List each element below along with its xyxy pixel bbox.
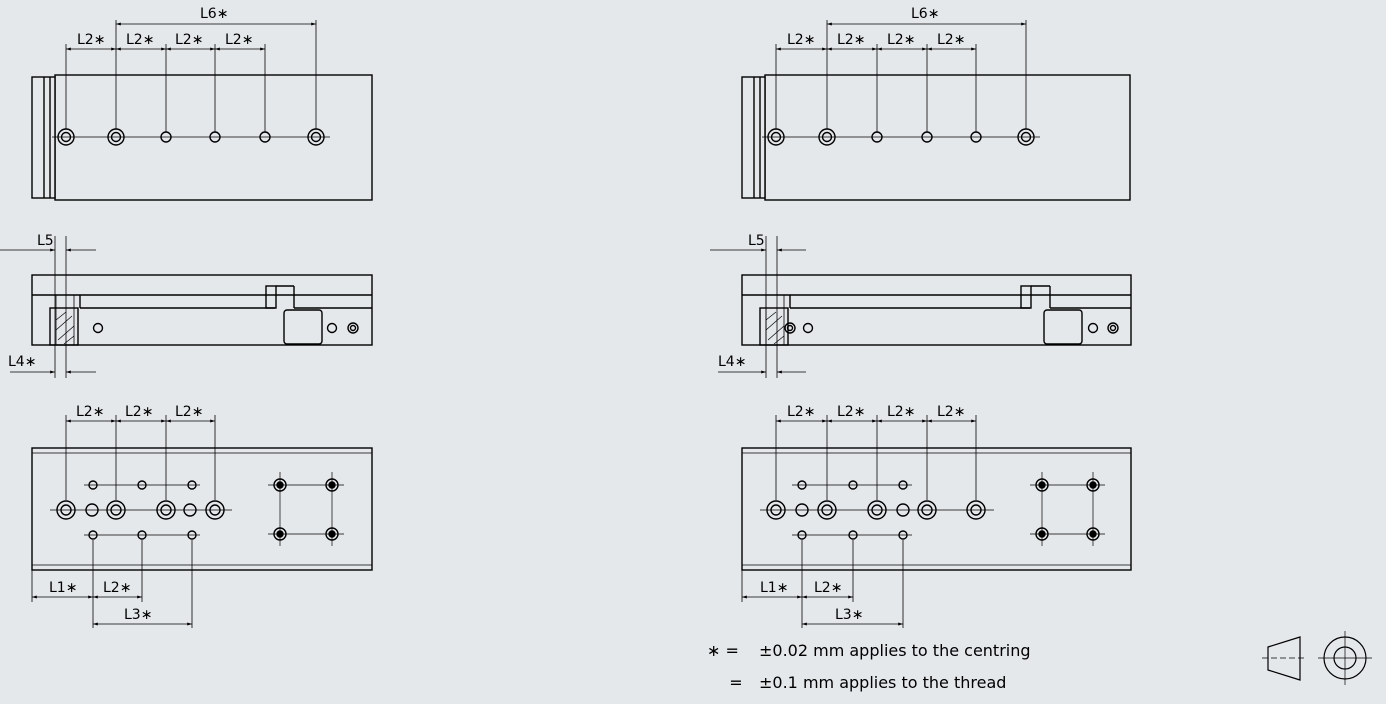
dim-label-l1: L1∗ (49, 580, 77, 596)
dim-label-l6: L6∗ (911, 6, 939, 22)
right-top-dim-labels: L6∗ L2∗ L2∗ L2∗ L2∗ (787, 6, 965, 48)
dim-label-l2: L2∗ (787, 32, 815, 48)
dim-label-l2: L2∗ (225, 32, 253, 48)
left-top-dim-labels: L6∗ L2∗ L2∗ L2∗ L2∗ (77, 6, 253, 48)
tolerance-note-centring: ∗ = ±0.02 mm applies to the centring (707, 641, 1031, 660)
left-bottom-view (31, 415, 373, 628)
right-bottom-view (741, 415, 1132, 628)
dim-label-l2: L2∗ (103, 580, 131, 596)
third-angle-projection-icon (1262, 631, 1372, 685)
dim-label-l2: L2∗ (76, 404, 104, 420)
right-top-view (741, 20, 1131, 201)
side-view-holes (92, 322, 359, 334)
right-bottom-dim-labels: L2∗ L2∗ L2∗ L2∗ L1∗ L2∗ L3∗ (760, 404, 965, 623)
tolerance-note-symbol: = (729, 673, 743, 692)
left-side-dim-labels: L5 L4∗ (8, 233, 54, 370)
dim-label-l2: L2∗ (175, 32, 203, 48)
dim-label-l2: L2∗ (937, 404, 965, 420)
dim-label-l2: L2∗ (787, 404, 815, 420)
dim-label-l2: L2∗ (125, 404, 153, 420)
right-side-dim-labels: L5 L4∗ (718, 233, 765, 370)
side-view-holes (784, 322, 1119, 334)
dim-label-l4: L4∗ (718, 354, 746, 370)
left-bottom-dim-labels: L2∗ L2∗ L2∗ L1∗ L2∗ L3∗ (49, 404, 203, 623)
tolerance-note-text: ±0.1 mm applies to the thread (759, 673, 1007, 692)
dim-label-l6: L6∗ (200, 6, 228, 22)
dim-label-l2: L2∗ (175, 404, 203, 420)
dim-label-l2: L2∗ (837, 32, 865, 48)
dim-label-l3: L3∗ (124, 607, 152, 623)
dim-label-l3: L3∗ (835, 607, 863, 623)
dim-label-l5: L5 (37, 233, 54, 249)
dim-label-l5: L5 (748, 233, 765, 249)
dim-label-l4: L4∗ (8, 354, 36, 370)
dim-label-l2: L2∗ (937, 32, 965, 48)
dim-label-l2: L2∗ (887, 32, 915, 48)
right-side-view (710, 236, 1132, 378)
left-side-view (0, 236, 373, 378)
tolerance-note-symbol: ∗ = (707, 641, 739, 660)
tolerance-note-thread: = ±0.1 mm applies to the thread (707, 673, 1006, 692)
dim-label-l2: L2∗ (887, 404, 915, 420)
dim-label-l1: L1∗ (760, 580, 788, 596)
dim-label-l2: L2∗ (126, 32, 154, 48)
dim-label-l2: L2∗ (837, 404, 865, 420)
left-top-view (31, 20, 373, 201)
dim-label-l2: L2∗ (814, 580, 842, 596)
tolerance-note-text: ±0.02 mm applies to the centring (759, 641, 1031, 660)
dim-label-l2: L2∗ (77, 32, 105, 48)
